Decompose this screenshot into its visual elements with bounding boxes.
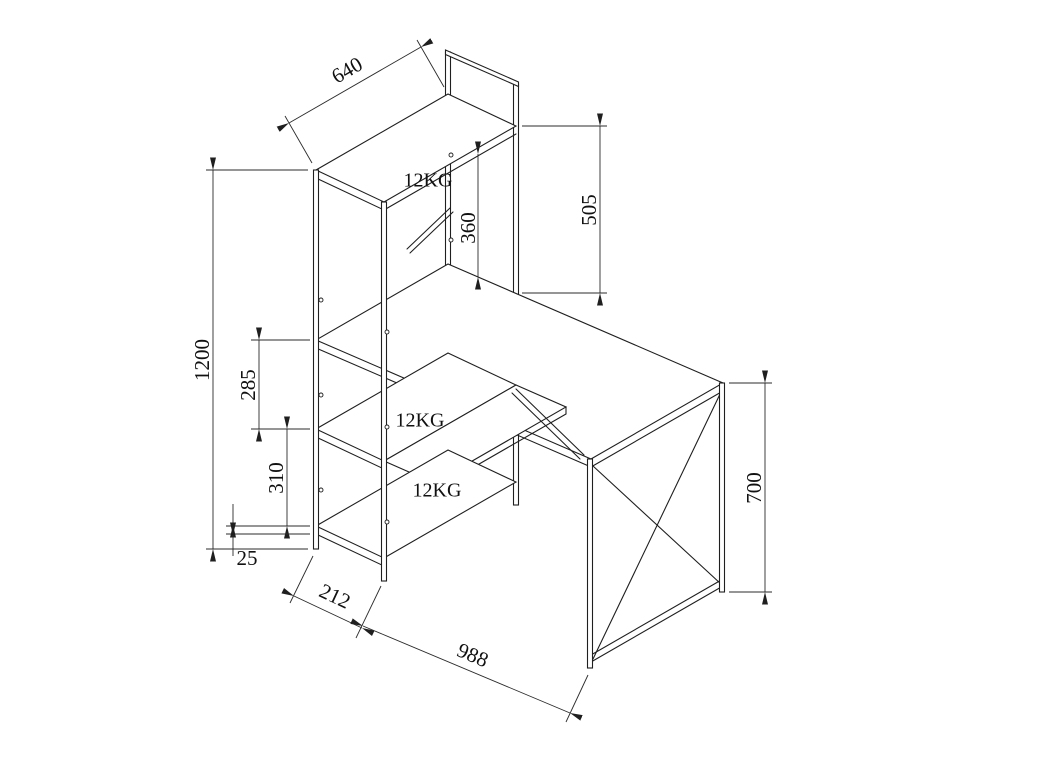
cross-brace bbox=[592, 391, 722, 660]
bottom-shelf-panel bbox=[314, 449, 518, 559]
dim-tower-depth-label: 212 bbox=[316, 578, 355, 613]
under-desk-brace bbox=[515, 388, 585, 456]
load-labels: 12KG 12KG 12KG bbox=[396, 170, 462, 502]
dim-base-thickness-label: 25 bbox=[237, 546, 258, 570]
dimension-285: 285 bbox=[236, 327, 310, 442]
dim-shelf-width-label: 640 bbox=[327, 52, 366, 89]
load-label-top-shelf: 12KG bbox=[404, 170, 453, 192]
dimension-212: 212 bbox=[281, 555, 382, 639]
screw-heads bbox=[318, 152, 454, 525]
dimension-360: 360 bbox=[456, 141, 481, 290]
top-shelf bbox=[314, 93, 518, 254]
dimension-1200: 1200 bbox=[190, 157, 308, 562]
desk-leg-assembly bbox=[586, 382, 726, 669]
dimension-25: 25 bbox=[226, 504, 310, 570]
dim-desk-height-label: 700 bbox=[742, 472, 766, 504]
top-shelf-brace bbox=[406, 207, 451, 250]
dim-riser-height-label: 505 bbox=[577, 194, 601, 226]
desk-front-leg bbox=[586, 458, 594, 669]
dim-total-height-label: 1200 bbox=[190, 339, 214, 381]
dim-desktop-to-shelf-label: 360 bbox=[456, 212, 480, 244]
dimension-700: 700 bbox=[729, 370, 772, 605]
desk-rear-leg bbox=[718, 382, 726, 593]
dimension-988: 988 bbox=[350, 618, 589, 723]
dimension-505: 505 bbox=[522, 113, 607, 306]
dim-desk-length-label: 988 bbox=[454, 638, 492, 672]
tower-front-left-post bbox=[312, 169, 320, 550]
dimension-310: 310 bbox=[264, 416, 290, 539]
dim-upper-gap-label: 285 bbox=[236, 369, 260, 401]
shelf-tower-front-posts bbox=[312, 169, 388, 582]
tower-front-right-post bbox=[380, 201, 388, 582]
load-label-desk-shelf: 12KG bbox=[396, 410, 445, 432]
bottom-shelf bbox=[314, 449, 518, 567]
load-label-lower-shelf: 12KG bbox=[413, 480, 462, 502]
riser-top-rail bbox=[444, 49, 520, 88]
dim-lower-gap-label: 310 bbox=[264, 462, 288, 494]
bottom-stretcher bbox=[590, 578, 724, 656]
